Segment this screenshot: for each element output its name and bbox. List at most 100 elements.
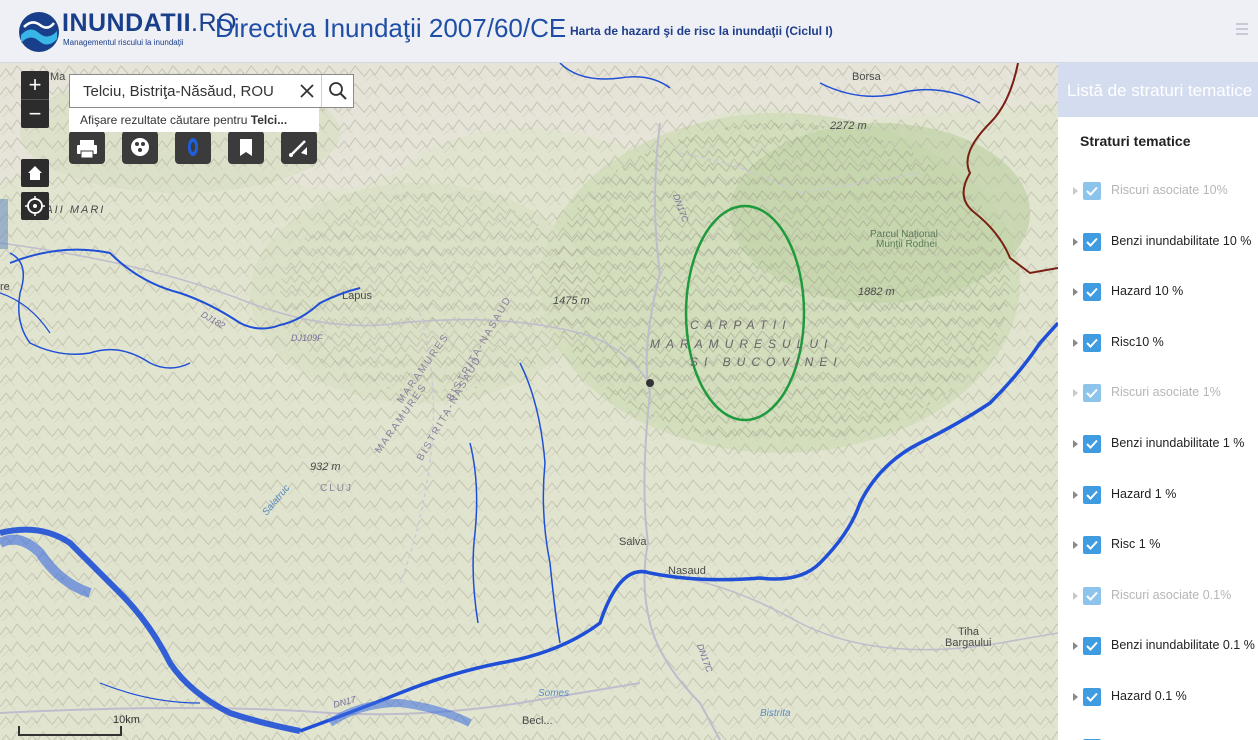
home-button[interactable] — [21, 159, 49, 187]
layer-checkbox[interactable] — [1083, 182, 1101, 200]
layer-label: Hazard 1 % — [1111, 486, 1177, 501]
layer-checkbox[interactable] — [1083, 536, 1101, 555]
expand-caret-icon[interactable] — [1073, 389, 1078, 398]
check-icon — [1086, 439, 1098, 449]
map-label-edge-bottom: Becl... — [522, 715, 553, 727]
map-label-tiha-2: Bargaului — [945, 637, 992, 649]
map-label-park-1: Parcul Naţional — [870, 229, 938, 240]
layer-item[interactable]: Hazard 10 % — [1073, 281, 1258, 303]
map-label-somes: Somes — [538, 688, 570, 699]
layer-checkbox[interactable] — [1083, 283, 1101, 302]
info-icon — [188, 138, 198, 156]
locate-icon — [25, 196, 45, 216]
locate-button[interactable] — [21, 192, 49, 220]
map-label-borsa: Borsa — [852, 71, 881, 83]
layer-checkbox[interactable] — [1083, 485, 1101, 504]
layer-checkbox[interactable] — [1083, 232, 1101, 251]
map-label-park-2: Munţii Rodnei — [876, 239, 938, 250]
bookmark-icon — [240, 139, 252, 156]
expand-caret-icon[interactable] — [1073, 338, 1078, 347]
expand-caret-icon[interactable] — [1073, 591, 1078, 600]
measure-button[interactable] — [281, 131, 317, 164]
panel-title: Listă de straturi tematice — [1067, 81, 1253, 100]
layer-checkbox[interactable] — [1083, 435, 1101, 453]
check-icon — [1086, 642, 1098, 652]
wave-logo-icon — [19, 12, 59, 52]
check-icon — [1086, 541, 1098, 551]
layer-item[interactable]: Riscuri asociate 1% — [1073, 382, 1258, 404]
layer-item[interactable]: Benzi inundabilitate 1 % — [1073, 433, 1258, 455]
check-icon — [1086, 591, 1098, 601]
map-label-salva: Salva — [619, 536, 647, 548]
layer-checkbox[interactable] — [1083, 333, 1101, 352]
bookmark-button[interactable] — [228, 131, 264, 164]
map-view[interactable]: Ma Borsa 2272 m Parcul Naţional Munţii R… — [0, 63, 1058, 740]
measure-icon — [289, 140, 307, 157]
logo-name[interactable]: INUNDATII.RO — [62, 9, 237, 37]
check-icon — [1086, 389, 1098, 399]
check-icon — [1086, 692, 1098, 702]
layer-label: Risc10 % — [1111, 334, 1164, 349]
scale-bar — [18, 726, 122, 736]
layer-label: Benzi inundabilitate 10 % — [1111, 233, 1252, 248]
layer-item[interactable]: Riscuri asociate 10% — [1073, 180, 1258, 202]
check-icon — [1086, 288, 1098, 298]
map-label-bistrita: Bistrita — [760, 708, 791, 719]
panel-header: Listă de straturi tematice — [1058, 63, 1258, 117]
layer-item[interactable]: Riscuri asociate 0.1% — [1073, 585, 1258, 607]
header-menu-icon[interactable] — [1236, 20, 1250, 44]
print-icon — [77, 140, 97, 159]
expand-caret-icon[interactable] — [1073, 237, 1078, 246]
basemap-gallery-button[interactable] — [122, 131, 158, 164]
map-subtitle: Harta de hazard şi de risc la inundaţii … — [570, 24, 833, 38]
layer-checkbox[interactable] — [1083, 688, 1101, 706]
close-icon — [300, 84, 314, 98]
terrain-basemap — [0, 63, 1058, 740]
map-label-peak-1882: 1882 m — [858, 286, 895, 298]
layer-item[interactable]: Benzi inundabilitate 10 % — [1073, 231, 1258, 253]
layer-checkbox[interactable] — [1083, 738, 1101, 740]
logo-subtitle: Managementul riscului la inundaţii — [63, 38, 184, 47]
map-label-baii-mari: BAII MARI — [36, 204, 106, 216]
layer-item[interactable]: Risc10 % — [1073, 332, 1258, 354]
layer-item[interactable]: Benzi inundabilitate 0.1 % — [1073, 635, 1258, 657]
layer-item[interactable]: Hazard 1 % — [1073, 484, 1258, 506]
layer-item[interactable]: Risc 0.1 % — [1073, 737, 1258, 740]
search-input[interactable] — [70, 75, 288, 107]
expand-caret-icon[interactable] — [1073, 541, 1078, 550]
map-label-peak-932: 932 m — [310, 461, 341, 473]
print-button[interactable] — [69, 131, 105, 164]
expand-caret-icon[interactable] — [1073, 490, 1078, 499]
flood-layer-strip — [0, 199, 8, 249]
basemap-gallery-icon — [131, 138, 149, 156]
layer-checkbox[interactable] — [1083, 384, 1101, 403]
layer-checkbox[interactable] — [1083, 586, 1101, 605]
layer-label: Benzi inundabilitate 0.1 % — [1111, 638, 1255, 653]
info-button[interactable] — [175, 131, 211, 164]
expand-caret-icon[interactable] — [1073, 440, 1078, 448]
location-marker — [646, 379, 654, 387]
layer-item[interactable]: Risc 1 % — [1073, 534, 1258, 556]
highlight-ellipse — [684, 204, 806, 422]
search-suggestion[interactable]: Afişare rezultate căutare pentru Telci..… — [69, 108, 319, 132]
search-button[interactable] — [321, 75, 354, 107]
expand-caret-icon[interactable] — [1073, 288, 1078, 297]
expand-caret-icon[interactable] — [1073, 187, 1078, 195]
zoom-out-button[interactable]: − — [28, 101, 42, 126]
check-icon — [1086, 338, 1098, 348]
zoom-in-button[interactable]: + — [28, 72, 42, 97]
layer-item[interactable]: Hazard 0.1 % — [1073, 686, 1258, 708]
map-label-range-1: CARPATII — [690, 318, 792, 332]
search-icon — [329, 82, 347, 100]
map-label-range-3: SI BUCOVINEI — [690, 355, 843, 369]
layer-list-panel: Listă de straturi tematice Straturi tema… — [1058, 63, 1258, 740]
expand-caret-icon[interactable] — [1073, 642, 1078, 651]
check-icon — [1086, 490, 1098, 500]
check-icon — [1086, 237, 1098, 247]
clear-search-button[interactable] — [296, 77, 318, 105]
layer-label: Riscuri asociate 1% — [1111, 385, 1221, 400]
search-widget — [69, 74, 354, 108]
check-icon — [1086, 186, 1098, 196]
expand-caret-icon[interactable] — [1073, 693, 1078, 701]
layer-checkbox[interactable] — [1083, 637, 1101, 656]
